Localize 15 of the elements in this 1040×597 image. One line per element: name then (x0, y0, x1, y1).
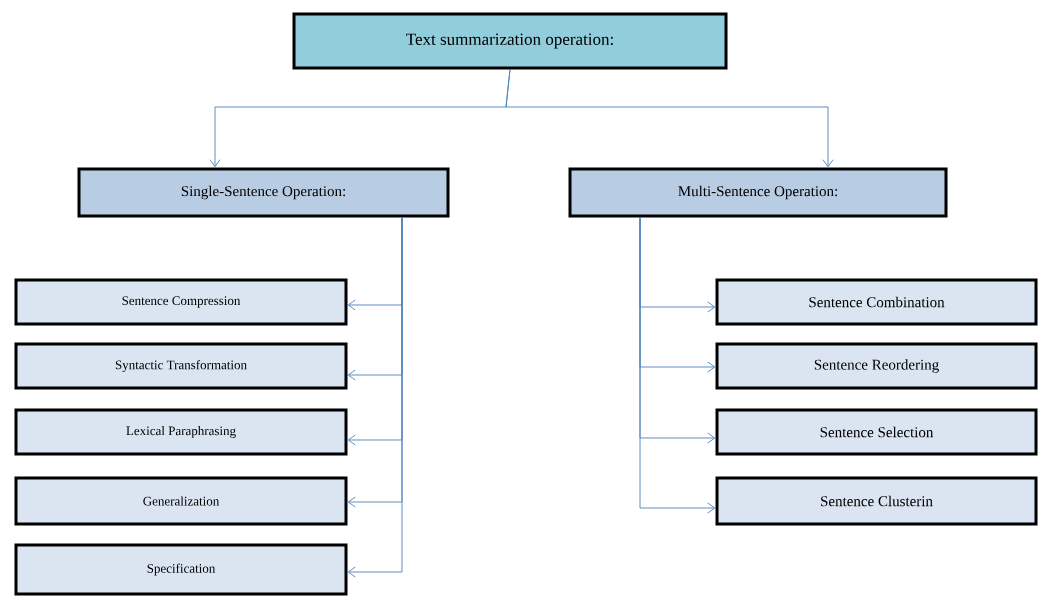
arrow (639, 217, 716, 514)
process-box: Single-Sentence Operation: (77, 167, 450, 218)
process-box: Specification (14, 543, 348, 596)
arrow (505, 69, 834, 168)
process-box: Sentence Combination (715, 278, 1038, 326)
process-box: Text summarization operation: (292, 12, 728, 70)
process-box: Generalization (14, 476, 348, 526)
process-box: Syntactic Transformation (14, 342, 348, 390)
process-box: Sentence Selection (715, 408, 1038, 456)
process-box: Lexical Paraphrasing (14, 408, 348, 456)
process-box: Sentence Compression (14, 278, 348, 326)
process-box: Multi-Sentence Operation: (568, 167, 948, 218)
arrow (347, 217, 403, 578)
process-box: Sentence Reordering (715, 342, 1038, 390)
process-box: Sentence Clusterin (715, 476, 1038, 526)
